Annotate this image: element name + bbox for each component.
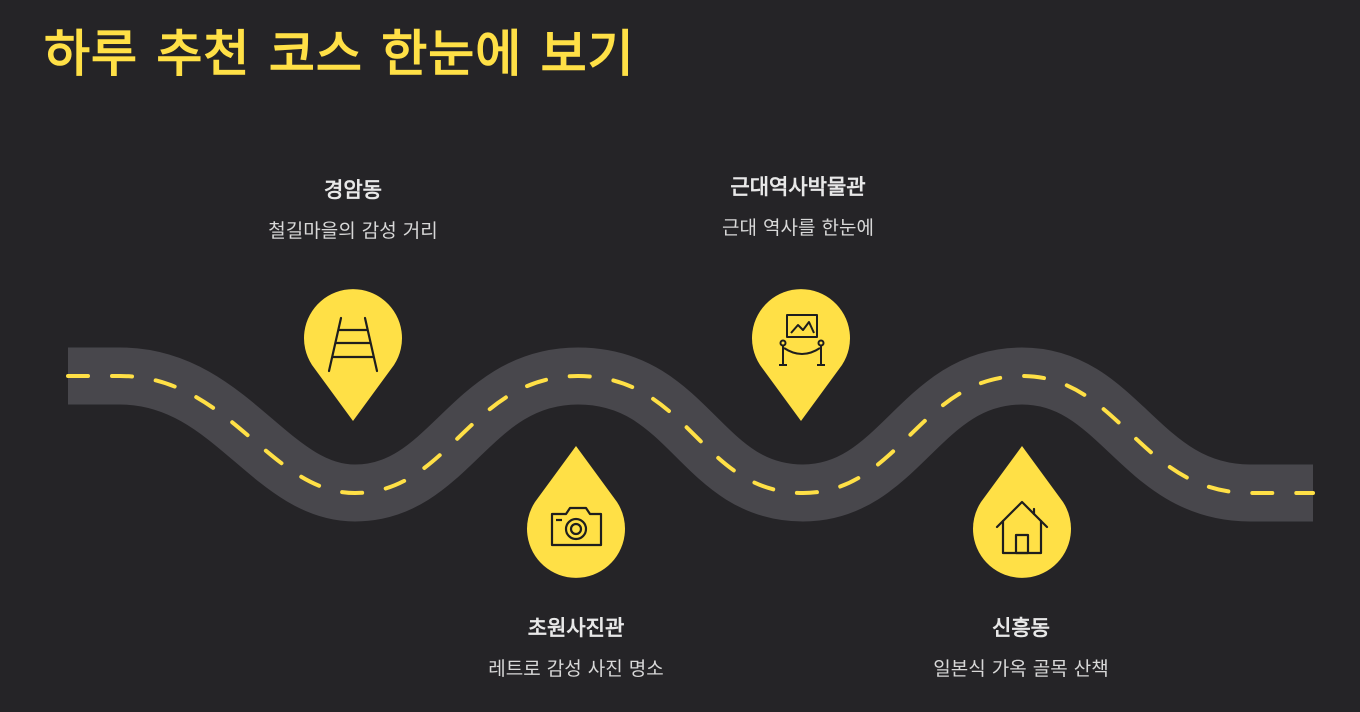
- stop-description: 철길마을의 감성 거리: [268, 220, 438, 242]
- pin-chowon-photo-studio: [527, 446, 626, 578]
- stop-name: 초원사진관: [527, 616, 625, 640]
- stop-description: 레트로 감성 사진 명소: [488, 658, 664, 680]
- pin-modern-history-museum: [752, 289, 850, 421]
- camera-icon: [550, 506, 603, 547]
- stop-label-modern-history-museum: 근대역사박물관 근대 역사를 한눈에: [648, 173, 948, 241]
- stop-label-gyeongamdong: 경암동 철길마을의 감성 거리: [203, 176, 503, 244]
- road: [68, 347, 1313, 522]
- stop-description: 일본식 가옥 골목 산책: [933, 658, 1109, 680]
- road-lane-markings: [66, 373, 1315, 496]
- stop-name: 근대역사박물관: [730, 175, 866, 199]
- stop-name: 신흥동: [992, 616, 1050, 640]
- house-icon: [995, 500, 1049, 555]
- stop-label-chowon-photo-studio: 초원사진관 레트로 감성 사진 명소: [426, 614, 726, 682]
- stop-label-sinheungdong: 신흥동 일본식 가옥 골목 산책: [871, 614, 1171, 682]
- pin-sinheungdong: [973, 446, 1071, 578]
- museum-exhibit-icon: [779, 314, 825, 366]
- stop-description: 근대 역사를 한눈에: [722, 217, 874, 239]
- ladder-icon: [327, 316, 379, 373]
- pin-gyeongamdong: [304, 289, 402, 421]
- page-title: 하루 추천 코스 한눈에 보기: [44, 25, 635, 83]
- stop-name: 경암동: [324, 178, 382, 202]
